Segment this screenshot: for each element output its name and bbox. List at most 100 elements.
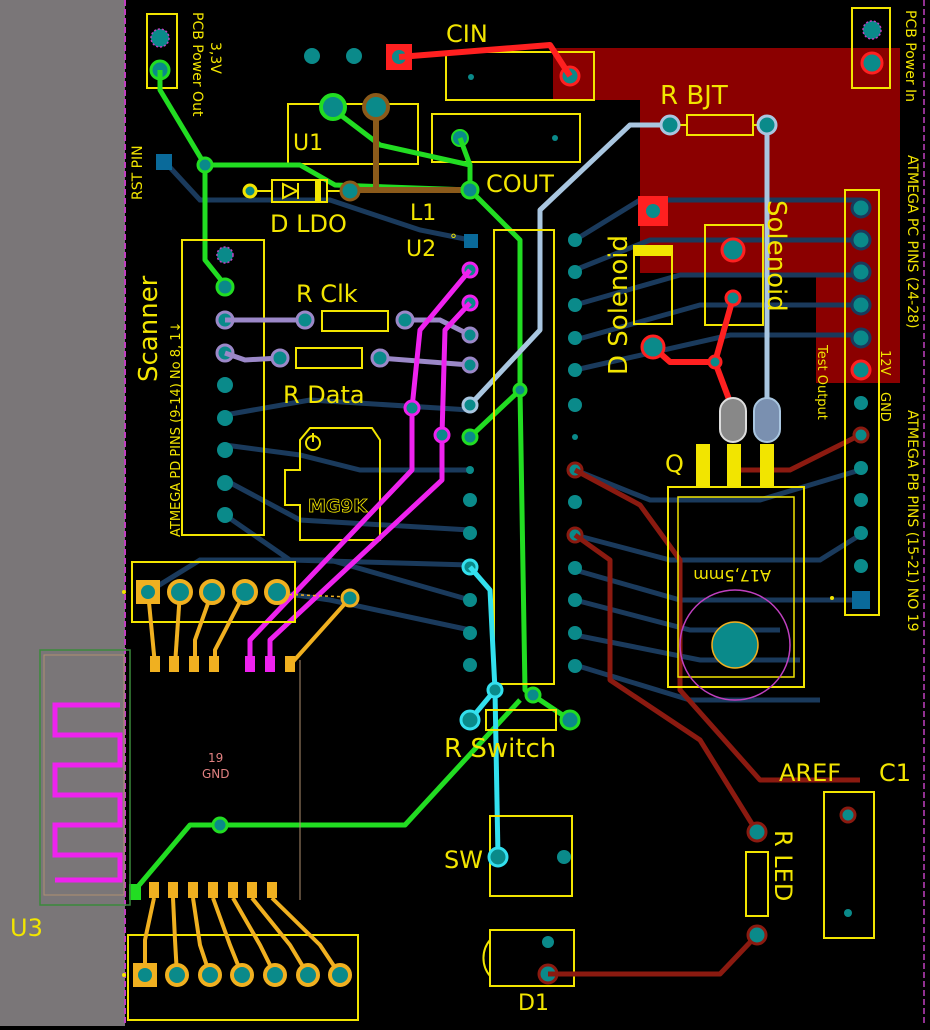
c1-pad-1[interactable] (839, 806, 857, 824)
q-pad-2[interactable] (753, 397, 781, 443)
scanner-pin-8[interactable] (217, 475, 233, 491)
u2-pin-14[interactable] (463, 658, 477, 672)
power-out-pad-1[interactable] (150, 28, 170, 48)
u1-top-pad-2[interactable] (346, 48, 362, 64)
q-pad-1[interactable] (719, 397, 747, 443)
right-header-pin-4[interactable] (850, 294, 872, 316)
u3-pad-t7[interactable] (285, 656, 295, 672)
u3-pad-b2[interactable] (168, 882, 178, 898)
u3-pad-b6[interactable] (247, 882, 257, 898)
u3-pad-b3[interactable] (188, 882, 198, 898)
right-header-pin-3[interactable] (850, 261, 872, 283)
u2-pin-27[interactable] (568, 265, 582, 279)
right-header-pin-5[interactable] (850, 327, 872, 349)
scanner-pin-5[interactable] (217, 377, 233, 393)
header-5pin-4[interactable] (232, 579, 258, 605)
scanner-pin-1[interactable] (216, 246, 234, 264)
right-header-pin-pb2[interactable] (854, 493, 868, 507)
u2-pin-5[interactable] (461, 356, 479, 374)
header-5pin-3[interactable] (199, 579, 225, 605)
header-5pin-2[interactable] (167, 579, 193, 605)
l1-pad[interactable] (460, 180, 480, 200)
right-header-pin-pb1[interactable] (854, 461, 868, 475)
u1-pad-a[interactable] (319, 93, 347, 121)
u1-pad-b[interactable] (362, 93, 390, 121)
header-7pin-4[interactable] (230, 963, 254, 987)
u2-pin-23[interactable] (568, 398, 582, 412)
u2-pin-24[interactable] (568, 363, 582, 377)
u2-pin-17[interactable] (568, 593, 582, 607)
power-in-pad-1[interactable] (862, 20, 882, 40)
u1-top-pad-1[interactable] (304, 48, 320, 64)
right-header-pin-pb3[interactable] (854, 526, 868, 540)
u2-pin-20[interactable] (568, 495, 582, 509)
right-header-pin-pb5[interactable] (852, 591, 870, 609)
d-solenoid-pad-2[interactable] (640, 334, 666, 360)
u2-pin-25[interactable] (568, 331, 582, 345)
scanner-pin-2[interactable] (215, 277, 235, 297)
header-5pin-5[interactable] (264, 579, 290, 605)
u2-pin-26[interactable] (568, 298, 582, 312)
r-bjt-pad-2[interactable] (756, 114, 778, 136)
right-header-pin-2[interactable] (850, 229, 872, 251)
u3-pad-t5[interactable] (245, 656, 255, 672)
solenoid-pad-2[interactable] (724, 289, 742, 307)
right-header-pin-pb4[interactable] (854, 559, 868, 573)
u2-pin-15[interactable] (568, 659, 582, 673)
r-led-pad-2[interactable] (746, 924, 768, 946)
right-header-pin-gnd[interactable] (854, 396, 868, 410)
header-7pin-2[interactable] (165, 963, 189, 987)
u3-pad-b7[interactable] (267, 882, 277, 898)
u3-pad-t1[interactable] (150, 656, 160, 672)
u3-pad-b5[interactable] (228, 882, 238, 898)
green-pad-u3[interactable] (129, 884, 141, 900)
cout-pad-2[interactable] (552, 135, 558, 141)
d-ldo-pad-1[interactable] (242, 183, 258, 199)
u2-pin-1[interactable] (464, 234, 478, 248)
header-7pin-7[interactable] (328, 963, 352, 987)
header-7pin-6[interactable] (296, 963, 320, 987)
header-7pin-3[interactable] (198, 963, 222, 987)
u2-pin-13[interactable] (463, 626, 477, 640)
right-header-pin-12v[interactable] (850, 359, 872, 381)
header-7pin-5[interactable] (263, 963, 287, 987)
u3-pad-b4[interactable] (208, 882, 218, 898)
solenoid-pad-1[interactable] (720, 237, 746, 263)
u2-pin-6[interactable] (461, 396, 479, 414)
u2-pin-12[interactable] (463, 593, 477, 607)
sw-pad-1[interactable] (487, 846, 509, 868)
right-header-pin-1[interactable] (850, 197, 872, 219)
u3-pad-t6[interactable] (265, 656, 275, 672)
r-switch-pad-2[interactable] (559, 709, 581, 731)
r-led-pad-1[interactable] (746, 821, 768, 843)
u3-pad-t3[interactable] (189, 656, 199, 672)
u2-pin-8[interactable] (466, 466, 474, 474)
cin-pad-1[interactable] (468, 74, 474, 80)
sw-pad-2[interactable] (557, 850, 571, 864)
u2-pin-4[interactable] (461, 326, 479, 344)
u3-pad-b1[interactable] (149, 882, 159, 898)
u2-pin-9[interactable] (463, 493, 477, 507)
scanner-pin-7[interactable] (217, 442, 233, 458)
scanner-pin-9[interactable] (217, 507, 233, 523)
r-data-pad-2[interactable] (370, 348, 390, 368)
u2-pin-16[interactable] (568, 626, 582, 640)
u3-pad-t4[interactable] (209, 656, 219, 672)
c1-pad-2[interactable] (844, 909, 852, 917)
power-in-pad-2[interactable] (860, 51, 884, 75)
scanner-pin-6[interactable] (217, 410, 233, 426)
u3-pad-t2[interactable] (169, 656, 179, 672)
u2-pin-7[interactable] (461, 428, 479, 446)
r-data-pad-1[interactable] (270, 348, 290, 368)
d-ldo-pad-2[interactable] (339, 180, 361, 202)
d1-pad-1[interactable] (542, 936, 554, 948)
r-clk-pad-2[interactable] (395, 310, 415, 330)
r-switch-pad-1[interactable] (459, 709, 481, 731)
u2-pin-10[interactable] (463, 526, 477, 540)
r-clk-pad-1[interactable] (295, 310, 315, 330)
u2-pin-22[interactable] (572, 434, 578, 440)
u2-pin-18[interactable] (568, 561, 582, 575)
rst-pin-pad[interactable] (156, 154, 172, 170)
r-bjt-pad-1[interactable] (659, 114, 681, 136)
right-header-pin-test[interactable] (852, 426, 870, 444)
